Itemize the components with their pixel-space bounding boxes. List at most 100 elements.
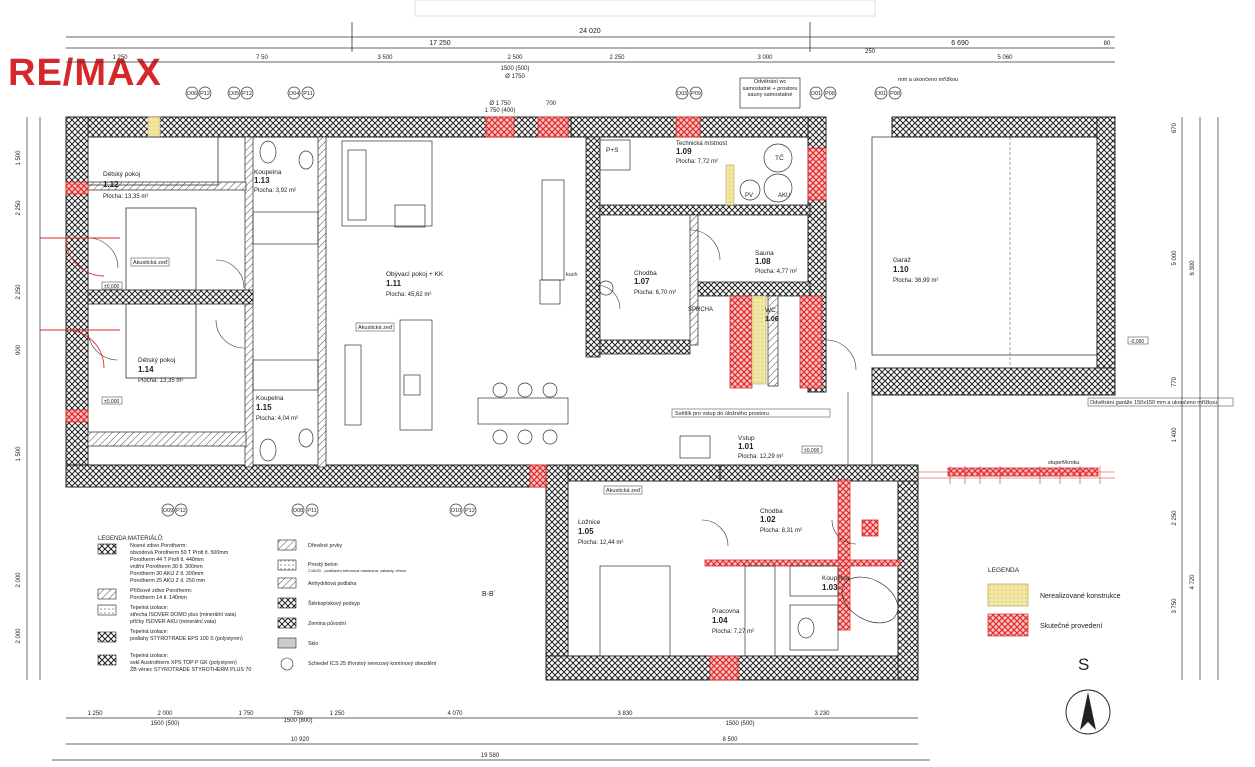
dim-top-seg: 2 500 [507, 55, 523, 61]
room-name: Vstup [738, 435, 755, 442]
room-id: 1.05 [578, 527, 594, 536]
legend-item-label: Příčkové zdivo Porotherm: [130, 588, 192, 594]
north-label: S [1078, 655, 1089, 674]
dim-right-seg: 3 750 [1172, 598, 1178, 614]
legend-materials-title: LEGENDA MATERIÁLŮ: [98, 535, 164, 542]
legend-item-line: Porotherm 14 tl. 140mm [130, 595, 187, 601]
room-name: Garáž [893, 257, 911, 264]
dim-top-seg: 3 000 [757, 55, 773, 61]
legend-right-item: Prostý beton [308, 562, 338, 568]
legend-status-item: Nerealizované konstrukce [1040, 593, 1121, 600]
door-swings [87, 229, 857, 547]
legend-right-item: Dřevěné prvky [308, 543, 342, 549]
level-mark: ±0,000 [104, 284, 119, 290]
acoustic-wall-note: Akustická zeď [606, 488, 641, 494]
opening-id: P12 [242, 91, 252, 97]
legend-right-item: Zemina původní [308, 620, 347, 627]
dim-bottom-sub: 1500 (500) [725, 721, 754, 727]
tc-label: TČ [775, 153, 784, 162]
room-id: 1.14 [138, 365, 154, 374]
dim-right-seg: 1 400 [1172, 427, 1178, 443]
garage-floor-note: Odvětrání garáže 150x150 mm a ukončeno m… [1090, 400, 1217, 406]
legend-item-label: Nosné zdivo Porotherm: [130, 543, 187, 549]
top-strip [414, 0, 876, 17]
dim-top-seg: 5 060 [997, 55, 1013, 61]
entry-note: Světlík pro vstup do úložného prostoru [675, 411, 769, 417]
section-mark: B-B´ [482, 591, 496, 598]
room-name: Technická místnost [676, 141, 727, 147]
opening-id: P11 [303, 91, 312, 97]
kitchen-label: kuch [566, 272, 578, 278]
dim-right-seg: 4 720 [1190, 574, 1196, 590]
room-id: 1.03 [822, 583, 838, 592]
acoustic-wall-note: Akustická zeď [358, 325, 393, 331]
dim-bottom-seg: 3 230 [814, 711, 830, 717]
not-realized-marks [147, 116, 767, 385]
room-name: Dětský pokoj [103, 171, 140, 178]
room-area: Plocha: 13,35 m² [138, 378, 183, 384]
legend-item-line: vnitřní Porotherm 30 tl. 300mm [130, 564, 203, 570]
dim-bottom-left: 10 920 [291, 737, 310, 743]
room-id: 1.08 [755, 257, 771, 266]
dim-left-seg: 2 000 [16, 572, 22, 588]
room-id: 1.07 [634, 277, 650, 286]
opening-id: P12 [176, 508, 186, 514]
legend-status: LEGENDA Nerealizované konstrukce Skutečn… [987, 567, 1121, 637]
room-id: 1.04 [712, 616, 728, 625]
opening-id: O08 [293, 508, 303, 514]
left-dimensions [26, 117, 41, 680]
room-id: 1.11 [386, 279, 402, 288]
dim-top-total: 24 020 [579, 28, 601, 35]
dim-bottom-seg: 1 250 [87, 711, 103, 717]
outer-walls [65, 116, 1116, 681]
room-id: 1.01 [738, 442, 754, 451]
opening-id: P12 [465, 508, 475, 514]
room-area: Plocha: 7,27 m² [712, 629, 754, 635]
dim-bottom-sub: 1500 (500) [150, 721, 179, 727]
room-id: 1.06 [765, 316, 779, 323]
room-name: WC [765, 307, 776, 314]
living-furniture [341, 140, 569, 445]
red-windows [40, 237, 120, 369]
legend-status-item: Skutečné provedení [1040, 623, 1102, 630]
dim-bottom-total: 19 580 [481, 753, 500, 759]
legend-item-line: příčky ISOVER AKU (minerální vata) [130, 619, 216, 625]
dim-right-seg: 2 250 [1172, 510, 1178, 526]
room-area: Plocha: 13,35 m² [103, 194, 148, 200]
dim-left-seg: 900 [16, 344, 22, 355]
dim-bottom-seg: 3 830 [617, 711, 633, 717]
level-mark: ±0,000 [104, 399, 119, 405]
legend-item-line: Porotherm 25 AKU Z tl. 250 mm [130, 578, 206, 584]
room-area: Plocha: 4,77 m² [755, 269, 797, 275]
dim-left-seg: 1 500 [16, 446, 22, 462]
dim-bottom-seg: 1 750 [238, 711, 254, 717]
stairs-label: stupeň/kroku [1048, 460, 1080, 466]
dim-right-seg: 670 [1172, 122, 1178, 133]
dim-top-seg: 2 250 [609, 55, 625, 61]
legend-item-line: podlahy STYROTRADE EPS 100 S (polystyren… [130, 636, 243, 642]
room-name: Koupelna [256, 395, 284, 402]
acoustic-wall-note: Akustická zeď [133, 260, 168, 266]
opening-tags-top: O06 P12 O05 P12 O04 P11 O03 P09 O01 P08 … [185, 86, 902, 100]
dim-top-left: 17 250 [429, 40, 451, 47]
window-tag: Ø 1750 [505, 74, 525, 80]
lower-furniture [599, 435, 899, 657]
tech-note-box [739, 77, 801, 109]
room-name: Chodba [634, 270, 657, 277]
room-id: 1.12 [103, 180, 119, 189]
dim-top-seg: 3 500 [377, 55, 393, 61]
entry-steps [918, 466, 1115, 484]
opening-id: O01 [811, 91, 821, 97]
window-tag: 1500 (500) [500, 66, 529, 72]
room-name: Sauna [755, 250, 774, 257]
legend-item-line: sokl Austrotherm XPS TOP P GK (polystyre… [130, 660, 237, 666]
opening-id: O03 [677, 91, 687, 97]
legend-item-label: Tepelná izolace: [130, 605, 168, 611]
remax-logo: RE/MAX [8, 52, 162, 94]
bottom-dimensions [52, 717, 930, 761]
dim-bottom-seg: 4 070 [447, 711, 463, 717]
room-id: 1.10 [893, 265, 909, 274]
room-name: Dětský pokoj [138, 357, 175, 364]
legend-item-line: střecha ISOVER DOMO plus (minerální vata… [130, 612, 236, 618]
dim-top-seg: 1 250 [112, 55, 128, 61]
